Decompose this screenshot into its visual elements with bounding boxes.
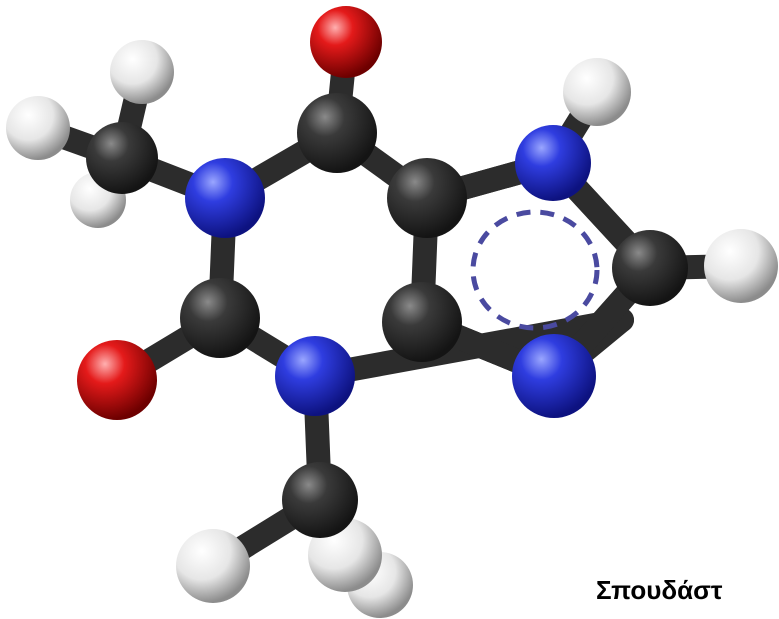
atom-c-c8	[282, 462, 358, 538]
caption-text: Σπουδάστ	[596, 575, 723, 605]
atom-h-h2	[6, 96, 70, 160]
atom-h-h4	[563, 58, 631, 126]
atom-n-n2	[515, 125, 591, 201]
atom-h-h6	[176, 529, 250, 603]
atom-n-n1	[185, 158, 265, 238]
atom-h-h5	[704, 229, 778, 303]
atom-n-n3	[275, 336, 355, 416]
atom-o-o1	[310, 6, 382, 78]
atom-o-o2	[77, 340, 157, 420]
atom-c-c5	[382, 282, 462, 362]
atom-c-c7	[612, 230, 688, 306]
aromatic-ring-indicator	[470, 209, 600, 331]
atom-n-n4	[512, 334, 596, 418]
aromatic-ring-layer	[470, 209, 600, 331]
atoms-layer	[6, 6, 778, 618]
atom-c-c4	[387, 158, 467, 238]
atom-h-h1	[110, 40, 174, 104]
atom-c-c1	[86, 122, 158, 194]
atom-c-c2	[297, 93, 377, 173]
atom-c-c3	[180, 278, 260, 358]
